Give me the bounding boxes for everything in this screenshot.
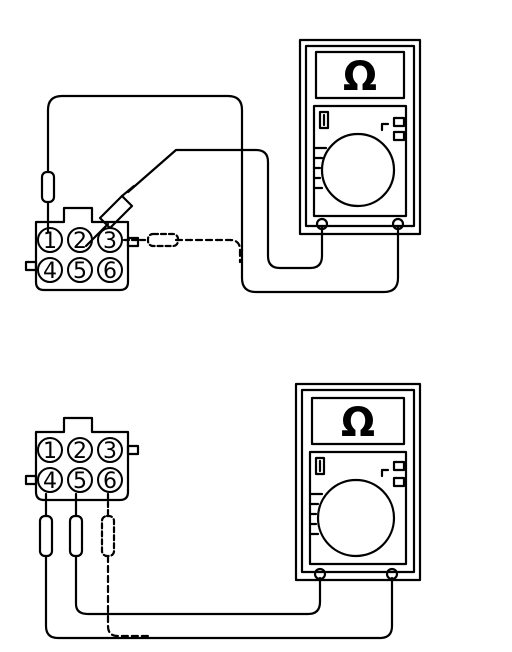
bottom-pin-1: 1: [43, 439, 57, 464]
top-connector: [24, 206, 140, 292]
top-lead-wire-pin2: [126, 148, 324, 270]
top-ohmmeter-omega-symbol: Ω: [343, 54, 377, 100]
bottom-lead-wire-pin4: [44, 554, 394, 640]
bottom-connector: [24, 416, 140, 502]
top-pin-3: 3: [103, 229, 117, 254]
top-pin-5: 5: [73, 259, 87, 284]
top-pin-2: 2: [73, 229, 87, 254]
bottom-ohmmeter-terminal-ohm: [385, 567, 399, 581]
bottom-ohmmeter-terminal-com: [313, 567, 327, 581]
bottom-pin-6: 6: [103, 469, 117, 494]
top-connector-pins: 1 2 3 4 5 6: [37, 227, 123, 284]
top-lead-wire-pin1: [46, 94, 400, 294]
bottom-lead-wire-pin6-dashed: [106, 554, 152, 638]
top-pin-1: 1: [43, 229, 57, 254]
bottom-probe-pin6-dashed: [100, 492, 116, 558]
top-lead-wire-pin3-dashed: [174, 238, 242, 264]
bottom-test-setup: [24, 382, 422, 640]
bottom-lead-wire-pin5: [74, 554, 322, 616]
bottom-pin-5: 5: [73, 469, 87, 494]
top-pin-4: 4: [43, 259, 57, 284]
bottom-connector-pins: 1 2 3 4 5 6: [37, 437, 123, 494]
bottom-probe-pin5: [68, 492, 84, 558]
top-pin-6: 6: [103, 259, 117, 284]
top-ohmmeter-terminal-ohm: [391, 217, 405, 231]
bottom-pin-3: 3: [103, 439, 117, 464]
top-ohmmeter-display: [314, 50, 406, 100]
bottom-pin-4: 4: [43, 469, 57, 494]
top-probe-pin2: [84, 184, 136, 248]
top-probe-pin1: [40, 170, 56, 234]
bottom-probe-pin4: [38, 492, 54, 558]
bottom-ohmmeter-omega-symbol: Ω: [341, 400, 375, 446]
top-ohmmeter-terminal-com: [315, 217, 329, 231]
top-test-setup: [24, 38, 422, 294]
top-ohmmeter-dial: [320, 132, 396, 208]
bottom-pin-2: 2: [73, 439, 87, 464]
bottom-ohmmeter-display: [310, 396, 406, 446]
top-ohmmeter: [298, 38, 422, 236]
bottom-ohmmeter: [294, 382, 422, 582]
top-probe-pin3-dashed: [122, 232, 180, 248]
bottom-ohmmeter-dial: [316, 478, 396, 558]
